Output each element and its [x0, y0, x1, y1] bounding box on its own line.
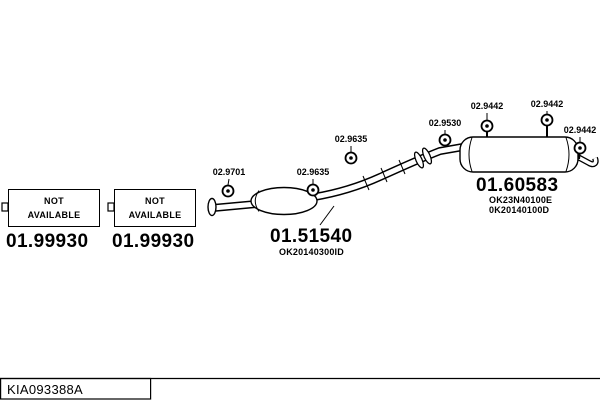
part-number-rear-muffler: 01.60583	[476, 175, 559, 196]
part-code-rear-muffler-1: OK23N40100E	[489, 195, 553, 205]
leader-lines	[227, 111, 581, 226]
tailpipe	[574, 153, 599, 168]
front-pipe	[212, 200, 257, 212]
part-code-rear-muffler-2: 0K20140100D	[489, 205, 550, 215]
mid-pipe	[313, 143, 464, 201]
flex-section-ticks	[362, 159, 406, 191]
part-code-center-muffler: OK20140300ID	[279, 247, 344, 257]
label-gasket-mid1: 02.9635	[296, 167, 330, 177]
part-number-center-muffler: 01.51540	[270, 226, 353, 247]
label-gasket-front: 02.9701	[212, 167, 246, 177]
hanger-rings	[480, 113, 587, 155]
front-flange	[207, 197, 217, 217]
not-available-box-2: NOT AVAILABLE	[114, 189, 196, 227]
not-available-line2: AVAILABLE	[27, 210, 81, 220]
title-block-frame	[0, 377, 600, 400]
gasket-rings	[221, 133, 452, 198]
part-number-front-1: 01.99930	[6, 231, 89, 252]
drawing-code: KIA093388A	[7, 382, 84, 397]
not-available-line1: NOT	[145, 195, 165, 206]
not-available-line1: NOT	[44, 195, 64, 206]
not-available-box-1: NOT AVAILABLE	[8, 189, 100, 227]
label-hanger-3: 02.9442	[563, 125, 597, 135]
not-available-line2: AVAILABLE	[128, 210, 182, 220]
center-muffler	[250, 186, 318, 216]
label-hanger-2: 02.9442	[530, 99, 564, 109]
label-hanger-1: 02.9442	[470, 101, 504, 111]
label-gasket-inlet: 02.9530	[428, 118, 462, 128]
flex-joint-flange	[413, 147, 433, 169]
part-number-front-2: 01.99930	[112, 231, 195, 252]
label-gasket-mid2: 02.9635	[334, 134, 368, 144]
